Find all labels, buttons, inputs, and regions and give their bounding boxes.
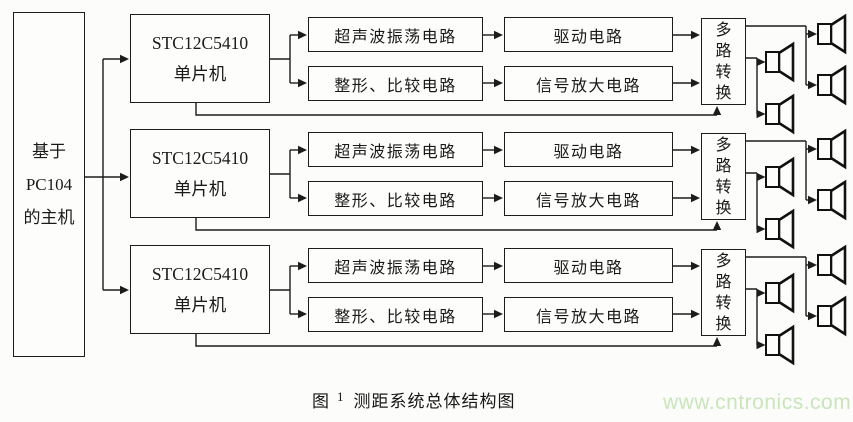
speaker-icon: [764, 209, 795, 249]
speaker-icon: [816, 14, 847, 54]
host-label: 基于 PC104 的主机: [23, 142, 75, 227]
oscillator-box: 超声波振荡电路: [308, 248, 483, 283]
wire: [746, 57, 758, 114]
mux-box: 多路转换: [701, 18, 746, 105]
wire: [84, 59, 104, 290]
speaker-icon: [764, 325, 795, 365]
oscillator-box: 超声波振荡电路: [308, 132, 483, 167]
driver-box: 驱动电路: [504, 248, 673, 283]
mcu-label: STC12C5410 单片机: [151, 147, 249, 199]
wire: [746, 256, 807, 316]
mux-box: 多路转换: [701, 133, 746, 220]
mux-label: 多路转换: [715, 252, 732, 333]
amplifier-box: 信号放大电路: [504, 297, 673, 332]
speaker-icon: [816, 129, 847, 169]
mux-label: 多路转换: [715, 136, 732, 217]
wire: [195, 218, 717, 231]
shaping-box: 整形、比较电路: [308, 66, 483, 101]
driver-box: 驱动电路: [504, 17, 673, 52]
figure-title: 测距系统总体结构图: [353, 392, 516, 411]
mux-label: 多路转换: [715, 21, 732, 102]
speaker-icon: [764, 42, 795, 82]
shaping-box: 整形、比较电路: [308, 297, 483, 332]
shaping-box: 整形、比较电路: [308, 181, 483, 216]
figure-label: 图: [312, 392, 330, 411]
mux-box: 多路转换: [701, 249, 746, 336]
wire: [746, 288, 758, 345]
wire: [195, 103, 717, 116]
mcu-box: STC12C5410 单片机: [130, 245, 270, 334]
speaker-icon: [816, 296, 847, 336]
speaker-icon: [764, 273, 795, 313]
wire: [746, 140, 807, 200]
wire: [195, 334, 717, 347]
mcu-box: STC12C5410 单片机: [130, 14, 270, 103]
amplifier-box: 信号放大电路: [504, 66, 673, 101]
host-box: 基于 PC104 的主机: [13, 12, 85, 357]
driver-box: 驱动电路: [504, 132, 673, 167]
figure-number: 1: [337, 389, 344, 404]
wire: [746, 172, 758, 229]
wire: [270, 150, 291, 198]
amplifier-box: 信号放大电路: [504, 181, 673, 216]
wire: [746, 25, 807, 85]
mcu-box: STC12C5410 单片机: [130, 129, 270, 218]
speaker-icon: [764, 94, 795, 134]
watermark: www.cntronics.com: [663, 391, 852, 414]
speaker-icon: [764, 157, 795, 197]
mcu-label: STC12C5410 单片机: [151, 263, 249, 315]
wire: [270, 35, 291, 83]
oscillator-box: 超声波振荡电路: [308, 17, 483, 52]
mcu-label: STC12C5410 单片机: [151, 32, 249, 84]
speaker-icon: [816, 180, 847, 220]
wire: [270, 266, 291, 314]
speaker-icon: [816, 65, 847, 105]
speaker-icon: [816, 245, 847, 285]
